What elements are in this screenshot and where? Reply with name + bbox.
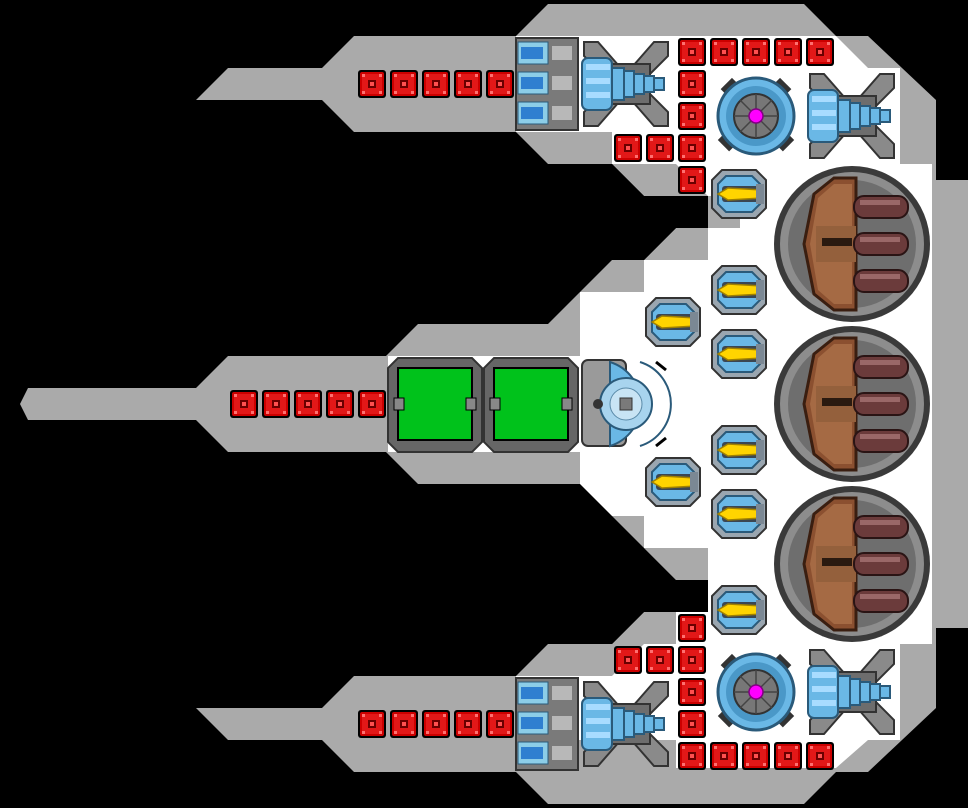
main-cannons <box>772 164 932 644</box>
cockpit <box>581 359 672 448</box>
void-regions <box>516 164 708 644</box>
cargo-bays <box>387 357 579 453</box>
cargo-bay <box>387 357 483 453</box>
cargo-bay <box>483 357 579 453</box>
